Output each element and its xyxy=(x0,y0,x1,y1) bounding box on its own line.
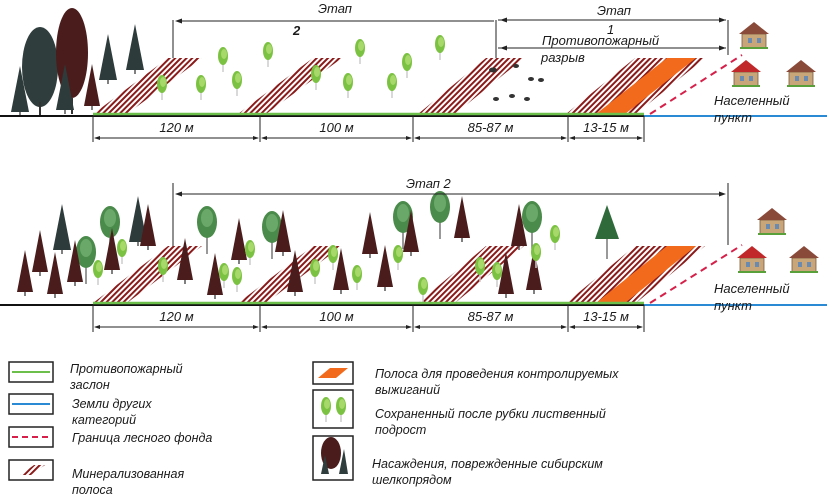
row2-dim-100: 100 м xyxy=(319,309,354,324)
row2-settlement-line1: Населенный xyxy=(714,281,790,296)
row2-dim-120: 120 м xyxy=(159,309,194,324)
row1-scene xyxy=(0,8,827,142)
firebreak-label-line2: разрыв xyxy=(541,50,585,65)
legend-item-damaged-stands: Насаждения, поврежденные сибирским шелко… xyxy=(372,457,603,487)
row2-dim-13-15: 13-15 м xyxy=(583,309,629,324)
firebreak-label-line1: Противопожарный xyxy=(542,33,660,48)
row2-stage2-label: Этап 2 xyxy=(406,176,451,191)
row1-dim-13-15: 13-15 м xyxy=(583,120,629,135)
row2-settlement-line2: пункт xyxy=(714,298,752,313)
legend-item-controlled-burn: Полоса для проведения контролируемых выж… xyxy=(375,367,619,397)
legend-item-forest-boundary: Граница лесного фонда xyxy=(72,431,213,445)
row1-stage2-label: Этап xyxy=(318,1,352,16)
row2-dim-85-87: 85-87 м xyxy=(467,309,514,324)
row1-dim-120: 120 м xyxy=(159,120,194,135)
legend-item-deciduous-regrowth: Сохраненный после рубки лиственный подро… xyxy=(375,407,606,437)
legend-item-firebreak-barrier: Противопожарный заслон xyxy=(70,362,183,392)
row1-stage2-number: 2 xyxy=(293,23,301,38)
legend-icons xyxy=(8,361,354,481)
row1-settlement-line2: пункт xyxy=(714,110,752,125)
legend-item-mineral-strip: Минерализованная полоса xyxy=(72,467,185,497)
legend-item-other-lands: Земли других категорий xyxy=(72,397,152,427)
row1-stage1-number: 1 xyxy=(607,22,615,37)
row1-dim-85-87: 85-87 м xyxy=(467,120,514,135)
row1-stage1-label: Этап xyxy=(597,3,631,18)
row1-settlement-line1: Населенный xyxy=(714,93,790,108)
row1-dim-100: 100 м xyxy=(319,120,354,135)
row2-scene xyxy=(0,183,827,332)
